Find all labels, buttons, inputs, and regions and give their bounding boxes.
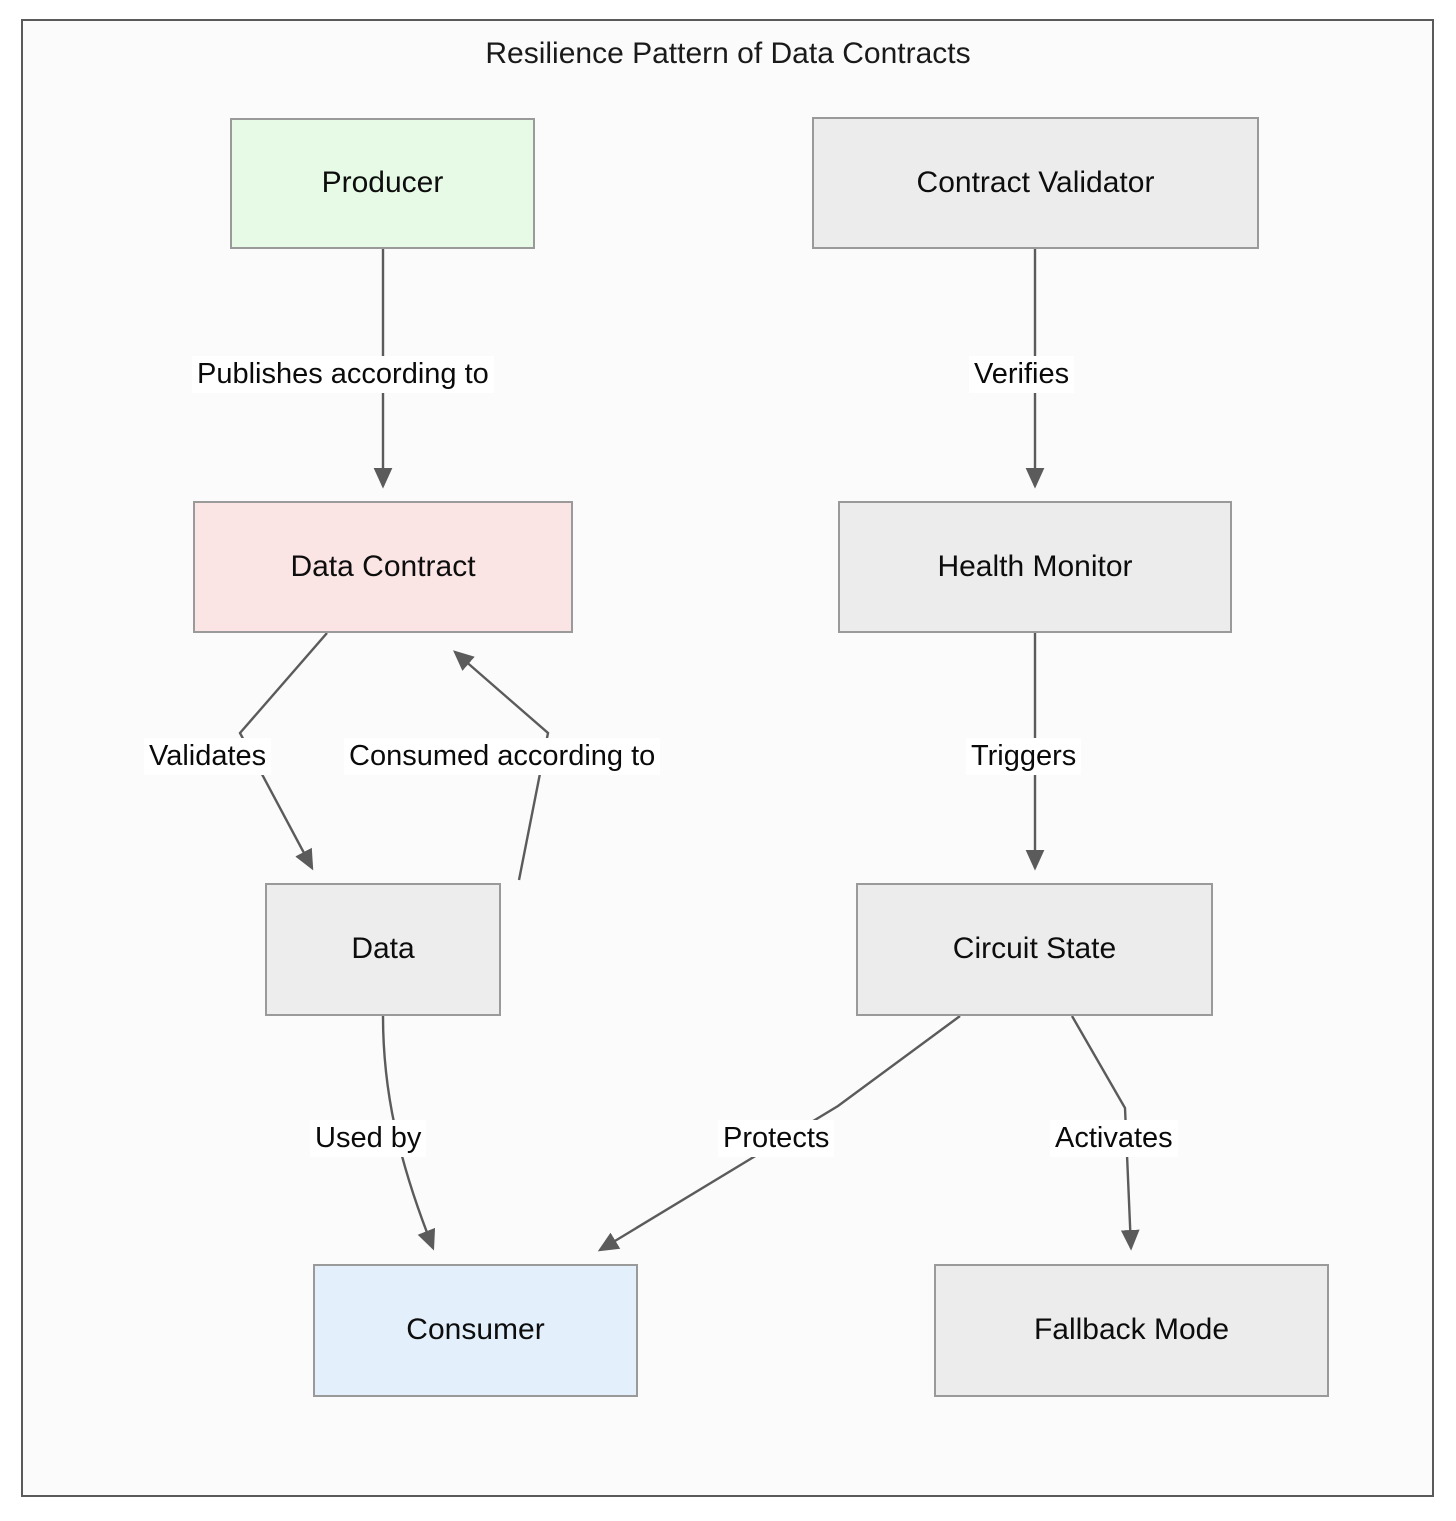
node-fallback-mode[interactable]: Fallback Mode <box>934 1264 1329 1397</box>
edge-label-activates: Activates <box>1050 1120 1178 1158</box>
edge-label-verifies: Verifies <box>969 356 1075 394</box>
node-contract-validator-label: Contract Validator <box>916 165 1155 199</box>
node-data-contract[interactable]: Data Contract <box>193 501 573 633</box>
diagram-title: Resilience Pattern of Data Contracts <box>485 37 971 70</box>
edge-label-used-by: Used by <box>310 1120 427 1158</box>
node-contract-validator[interactable]: Contract Validator <box>812 117 1259 249</box>
edge-label-consumed-according-to: Consumed according to <box>344 738 661 776</box>
node-consumer-label: Consumer <box>406 1313 545 1347</box>
edge-label-publishes-according-to: Publishes according to <box>192 356 494 394</box>
node-data[interactable]: Data <box>265 883 501 1016</box>
node-data-contract-label: Data Contract <box>290 549 476 583</box>
node-producer[interactable]: Producer <box>230 118 535 249</box>
node-health-monitor-label: Health Monitor <box>937 549 1133 583</box>
edge-label-validates: Validates <box>144 738 272 776</box>
node-consumer[interactable]: Consumer <box>313 1264 638 1397</box>
node-data-label: Data <box>351 932 415 966</box>
edge-label-protects: Protects <box>718 1120 835 1158</box>
node-fallback-mode-label: Fallback Mode <box>1033 1313 1230 1347</box>
node-circuit-state[interactable]: Circuit State <box>856 883 1213 1016</box>
edge-label-triggers: Triggers <box>966 738 1082 776</box>
node-circuit-state-label: Circuit State <box>952 932 1117 966</box>
node-health-monitor[interactable]: Health Monitor <box>838 501 1232 633</box>
node-producer-label: Producer <box>321 166 444 200</box>
